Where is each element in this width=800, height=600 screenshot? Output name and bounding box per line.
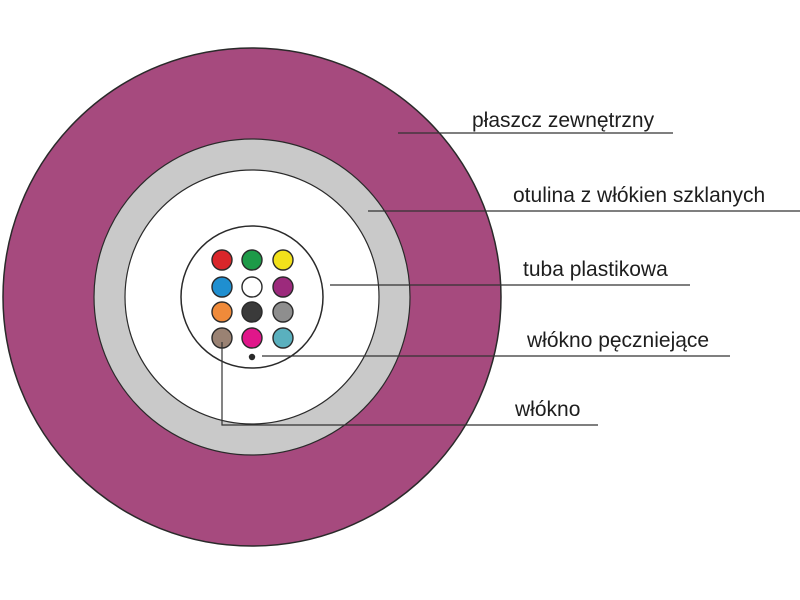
label-fiber: włókno	[514, 398, 580, 421]
leader-line-fiber	[221, 342, 598, 426]
fiber-9	[272, 301, 294, 323]
swelling-fiber-dot-icon	[248, 353, 256, 361]
fiber-4	[211, 276, 233, 298]
fiber-12	[272, 327, 294, 349]
fiber-7	[211, 301, 233, 323]
label-outer-jacket: płaszcz zewnętrzny	[472, 109, 655, 132]
fiber-1	[211, 249, 233, 271]
label-glass-fiber-sheath: otulina z włókien szklanych	[513, 184, 765, 207]
fiber-8	[241, 301, 263, 323]
label-swelling-fiber: włókno pęczniejące	[526, 329, 709, 352]
fiber-2	[241, 249, 263, 271]
fiber-group	[211, 249, 294, 349]
label-plastic-tube: tuba plastikowa	[523, 258, 668, 281]
fiber-3	[272, 249, 294, 271]
fiber-5	[241, 276, 263, 298]
fiber-11	[241, 327, 263, 349]
fiber-6	[272, 276, 294, 298]
